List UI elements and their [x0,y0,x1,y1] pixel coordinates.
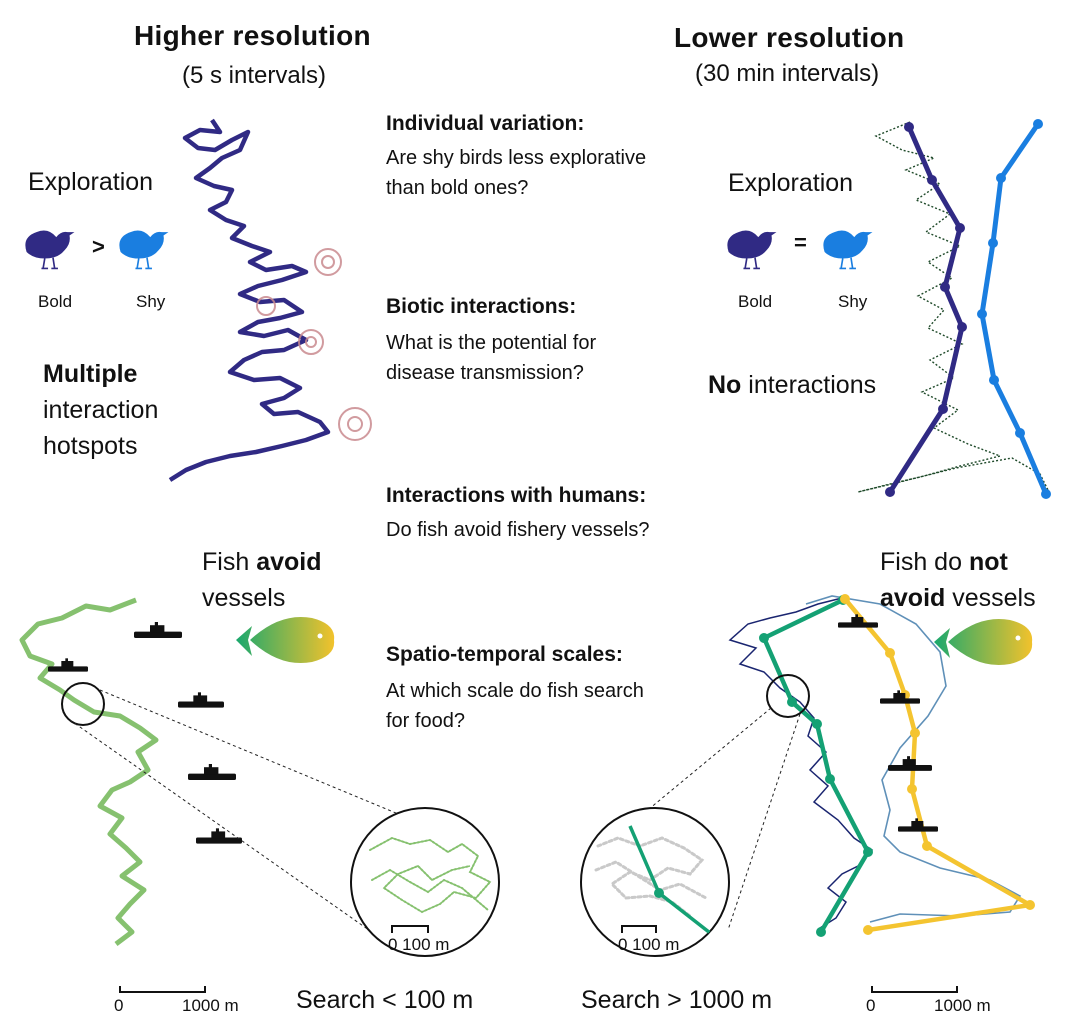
scale-end: 1000 m [934,996,991,1015]
fish-avoid-label: Fish avoid [202,548,322,576]
left-subtitle: (5 s intervals) [182,62,327,89]
bird-bold-icon [726,229,778,270]
fish-avoid-label-line2: vessels [202,584,286,612]
bold-bird-fine-track [168,118,331,482]
vessel-icon [134,622,182,638]
bird-label-bold: Bold [738,292,773,311]
right-title: Lower resolution [674,22,905,53]
exploration-label: Exploration [28,168,154,196]
interaction-emphasis: Multiple [43,360,138,388]
question-line: At which scale do fish search [386,680,644,702]
search-label-right: Search > 1000 m [581,986,773,1014]
interaction-line: hotspots [43,432,138,460]
fish-coarse-track [761,597,871,934]
fish-coarse-fixes [759,595,873,937]
fish-not-avoid-label-line2: avoid vessels [880,584,1036,612]
question-line: than bold ones? [386,177,529,199]
question-heading: Interactions with humans: [386,484,647,507]
vessel-coarse-fixes [840,594,1035,935]
vessel-icon [188,764,236,780]
bold-bird-fixes [885,122,967,497]
scale-bar-right [871,986,958,993]
zoom-inset-left [350,807,500,957]
vessel-icon [880,690,920,704]
comparison-operator: = [794,230,807,255]
search-label-left: Search < 100 m [296,986,474,1014]
scale-zero: 0 [114,996,124,1015]
scale-end: 1000 m [182,996,239,1015]
bird-label-shy: Shy [136,292,166,311]
interaction-line: interaction [43,396,159,424]
bird-bold-icon [24,229,76,270]
zoom-marker [61,682,105,726]
inset-scale-label: 0 100 m [618,935,680,954]
zoom-marker [766,674,810,718]
right-subtitle: (30 min intervals) [695,60,880,87]
question-heading: Biotic interactions: [386,295,577,318]
vessel-icon [898,818,938,832]
question-line: disease transmission? [386,362,584,384]
exploration-label: Exploration [728,169,854,197]
shy-bird-fixes [977,119,1051,499]
fish-fine-track [19,597,159,946]
question-line: Do fish avoid fishery vessels? [386,519,650,541]
question-heading: Individual variation: [386,112,585,135]
bird-fine-track [857,121,1051,495]
shy-bird-coarse-track [979,122,1049,495]
bird-label-shy: Shy [838,292,868,311]
no-interactions-label: No interactions [708,371,877,399]
question-heading: Spatio-temporal scales: [386,643,623,666]
scale-bar-left [119,986,206,993]
left-title: Higher resolution [134,20,371,51]
bird-label-bold: Bold [38,292,73,311]
vessel-icon [838,614,878,628]
inset-scale-bar [391,925,429,933]
fish-icon [934,618,1033,666]
question-line: What is the potential for [386,332,597,354]
scale-zero: 0 [866,996,876,1015]
fish-icon [236,616,335,664]
comparison-operator: > [92,234,105,259]
fish-fine-track-right [728,597,874,929]
bold-bird-coarse-track [887,126,965,494]
vessel-icon [196,828,242,844]
virus-icon [256,248,372,441]
question-line: for food? [386,710,465,732]
bird-shy-icon [822,229,874,270]
inset-scale-bar [621,925,657,933]
question-line: Are shy birds less explorative [386,147,647,169]
vessel-icons-right [838,614,938,832]
vessel-track [805,595,1022,923]
bird-shy-icon [118,229,170,270]
vessel-icon [178,692,224,708]
inset-scale-label: 0 100 m [388,935,450,954]
fish-not-avoid-label: Fish do not [880,548,1008,576]
